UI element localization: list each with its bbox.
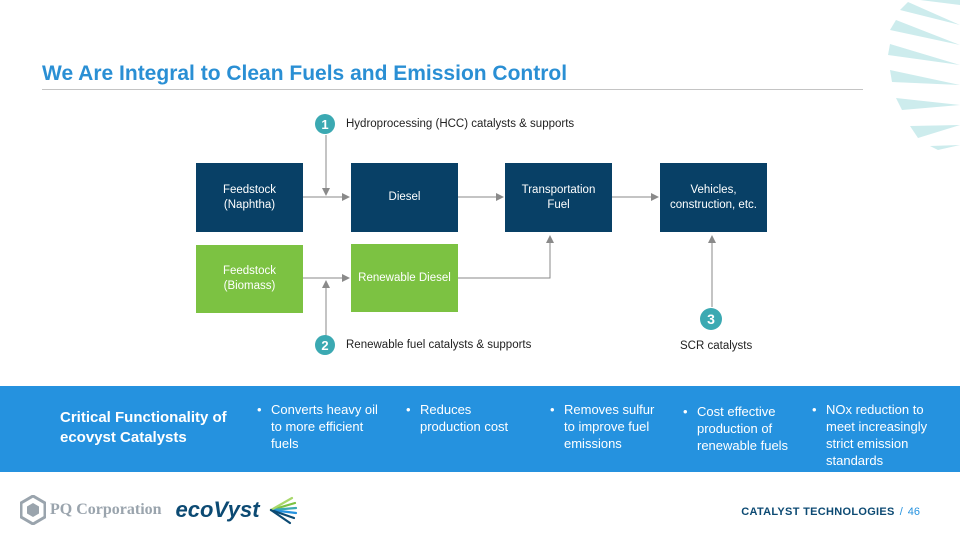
page-title: We Are Integral to Clean Fuels and Emiss… [42, 62, 568, 85]
callout-3-label: SCR catalysts [680, 340, 753, 352]
callout-2-label: Renewable fuel catalysts & supports [346, 339, 532, 351]
functionality-bullet-3-text: Removes sulfur to improve fuel emissions [564, 402, 655, 451]
box-vehicles-label: Vehicles, construction, etc. [670, 183, 757, 211]
functionality-heading: Critical Functionality of ecovyst Cataly… [60, 409, 227, 446]
box-diesel: Diesel [351, 163, 458, 232]
box-diesel-label: Diesel [388, 191, 421, 203]
box-feedstock-naphtha-label: Feedstock (Naphtha) [222, 183, 277, 211]
callout-1-badge: 1 [315, 114, 335, 134]
box-feedstock-biomass-label: Feedstock (Biomass) [222, 265, 277, 292]
footer-separator: / [899, 506, 903, 518]
ecovyst-logo-text: ecoVyst [175, 497, 260, 522]
footer-section-name: CATALYST TECHNOLOGIES [741, 506, 895, 518]
functionality-bullet-2-text: Reduces production cost [420, 402, 509, 434]
callout-3-badge: 3 [700, 308, 722, 330]
functionality-bullet-1-text: Converts heavy oil to more efficient fue… [271, 402, 378, 451]
functionality-bullet-4-text: Cost effective production of renewable f… [697, 404, 789, 453]
box-feedstock-naphtha: Feedstock (Naphtha) [196, 163, 303, 232]
callout-2-badge: 2 [315, 335, 335, 355]
functionality-bullet-1: •Converts heavy oil to more efficient fu… [257, 402, 378, 451]
functionality-band [0, 386, 960, 472]
callout-1-label: Hydroprocessing (HCC) catalysts & suppor… [346, 118, 575, 130]
box-renewable-diesel-label: Renewable Diesel [358, 271, 451, 284]
functionality-bullet-2: •Reduces production cost [406, 402, 509, 434]
box-transportation-fuel-label: Transportation Fuel [521, 183, 596, 211]
footer-section-label: CATALYST TECHNOLOGIES / 46 [741, 506, 920, 518]
box-transportation-fuel: Transportation Fuel [505, 163, 612, 232]
box-vehicles: Vehicles, construction, etc. [660, 163, 767, 232]
page-number: 46 [907, 506, 920, 518]
footer-logos: PQ Corporation ecoVyst [20, 490, 300, 530]
arrow-renewable-to-transport [458, 235, 554, 279]
pq-logo-icon [20, 495, 46, 525]
title-divider [42, 89, 863, 90]
decorative-fan-graphic [888, 0, 960, 150]
box-renewable-diesel: Renewable Diesel [351, 244, 458, 312]
functionality-bullet-5-text: NOx reduction to meet increasingly stric… [826, 402, 928, 468]
functionality-bullet-3: •Removes sulfur to improve fuel emission… [550, 402, 655, 451]
box-feedstock-biomass: Feedstock (Biomass) [196, 245, 303, 313]
ecovyst-logo-icon [269, 496, 297, 525]
pq-logo-text: PQ Corporation [50, 501, 162, 518]
functionality-bullet-4: •Cost effective production of renewable … [683, 404, 789, 453]
functionality-bullet-5: •NOx reduction to meet increasingly stri… [812, 402, 928, 468]
